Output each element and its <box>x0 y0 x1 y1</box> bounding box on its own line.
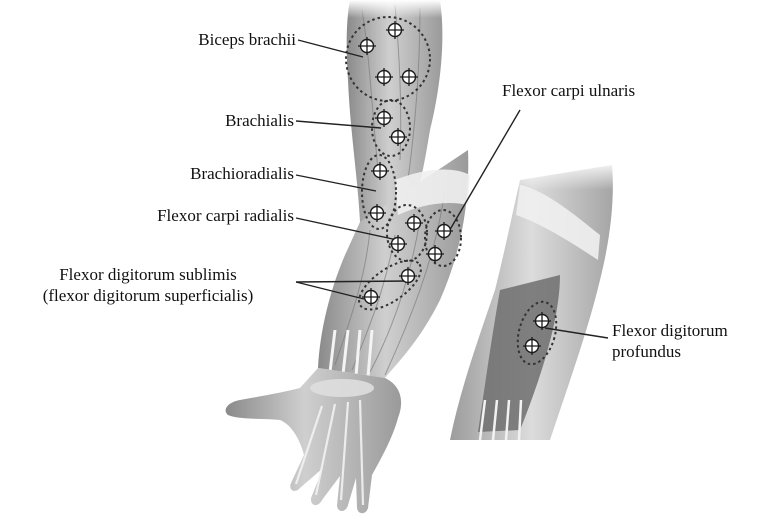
hand-illustration <box>226 368 401 513</box>
label-brachialis: Brachialis <box>120 111 294 131</box>
label-brachioradialis: Brachioradialis <box>120 164 294 184</box>
label-flexor-digitorum-superficialis: (flexor digitorum superficialis) <box>2 286 294 306</box>
fds-leader-a <box>296 281 409 282</box>
deep-forearm-illustration <box>450 160 620 440</box>
label-flexor-digitorum-profundus-line1: Flexor digitorum <box>612 321 728 341</box>
main-arm-illustration <box>318 0 470 378</box>
label-biceps-brachii: Biceps brachii <box>120 30 296 50</box>
label-flexor-carpi-ulnaris: Flexor carpi ulnaris <box>502 81 635 101</box>
label-flexor-digitorum-profundus-line2: profundus <box>612 342 681 362</box>
label-flexor-digitorum-sublimis: Flexor digitorum sublimis <box>2 265 294 285</box>
label-flexor-carpi-radialis: Flexor carpi radialis <box>80 206 294 226</box>
